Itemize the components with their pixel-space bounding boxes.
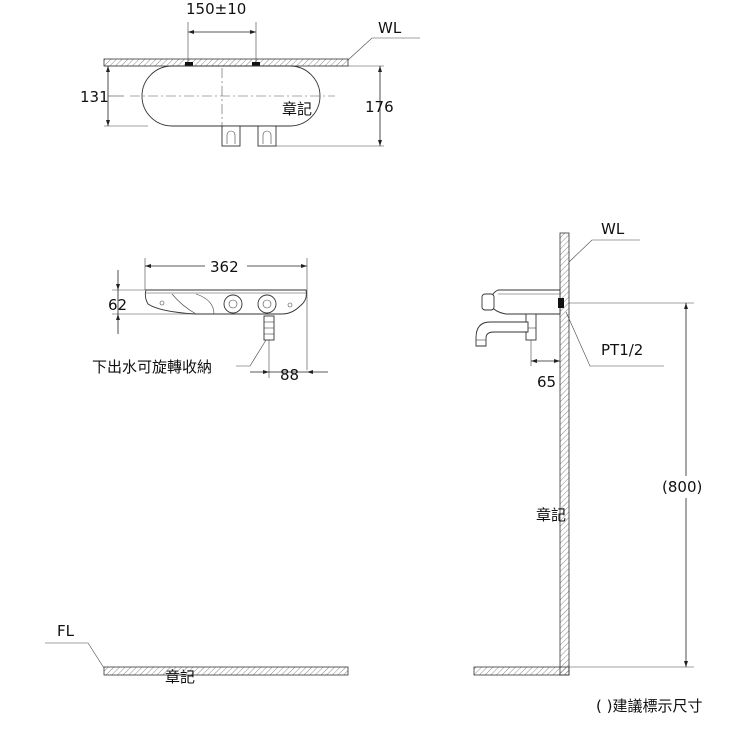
- stamp-top: 章記: [282, 100, 312, 118]
- dim-height: 62: [108, 296, 127, 314]
- faucet-body-side: [489, 289, 561, 315]
- wall-label-top: WL: [378, 19, 402, 37]
- mount-pad-right: [252, 62, 260, 67]
- floor-view: FL 章記: [45, 622, 349, 686]
- wall-label-side: WL: [601, 220, 625, 238]
- dim-length: 362: [210, 258, 239, 276]
- spout-side: [475, 321, 529, 347]
- wall-connector: [558, 298, 564, 308]
- dim-install-height: (800): [662, 478, 702, 496]
- side-view: WL PT1/2 65 (800) 章記: [473, 220, 710, 676]
- top-wall-band: [103, 58, 349, 67]
- stamp-floor: 章記: [165, 668, 195, 686]
- top-view: 150±10 WL 131 176 章記: [80, 0, 420, 147]
- stamp-side: 章記: [536, 506, 566, 524]
- side-floor-band: [473, 666, 570, 676]
- dim-width: 131: [80, 88, 109, 106]
- knob-right-front: [257, 294, 277, 314]
- footnote: ( )建議標示尺寸: [596, 697, 702, 715]
- handle-right-top: [257, 125, 277, 147]
- dim-spacing: 150±10: [186, 0, 246, 18]
- spout-note: 下出水可旋轉收納: [92, 358, 212, 376]
- knob-left-front: [223, 294, 243, 314]
- front-view: 362 62 下出水可旋轉收納 88: [92, 256, 328, 384]
- floor-band: [103, 666, 349, 676]
- floor-label: FL: [57, 622, 75, 640]
- thread-label: PT1/2: [601, 341, 643, 359]
- mount-pad-left: [185, 62, 193, 67]
- dim-spout-offset: 88: [280, 366, 299, 384]
- dim-projection: 65: [537, 373, 556, 391]
- handle-left-top: [221, 125, 241, 147]
- dim-depth: 176: [365, 98, 394, 116]
